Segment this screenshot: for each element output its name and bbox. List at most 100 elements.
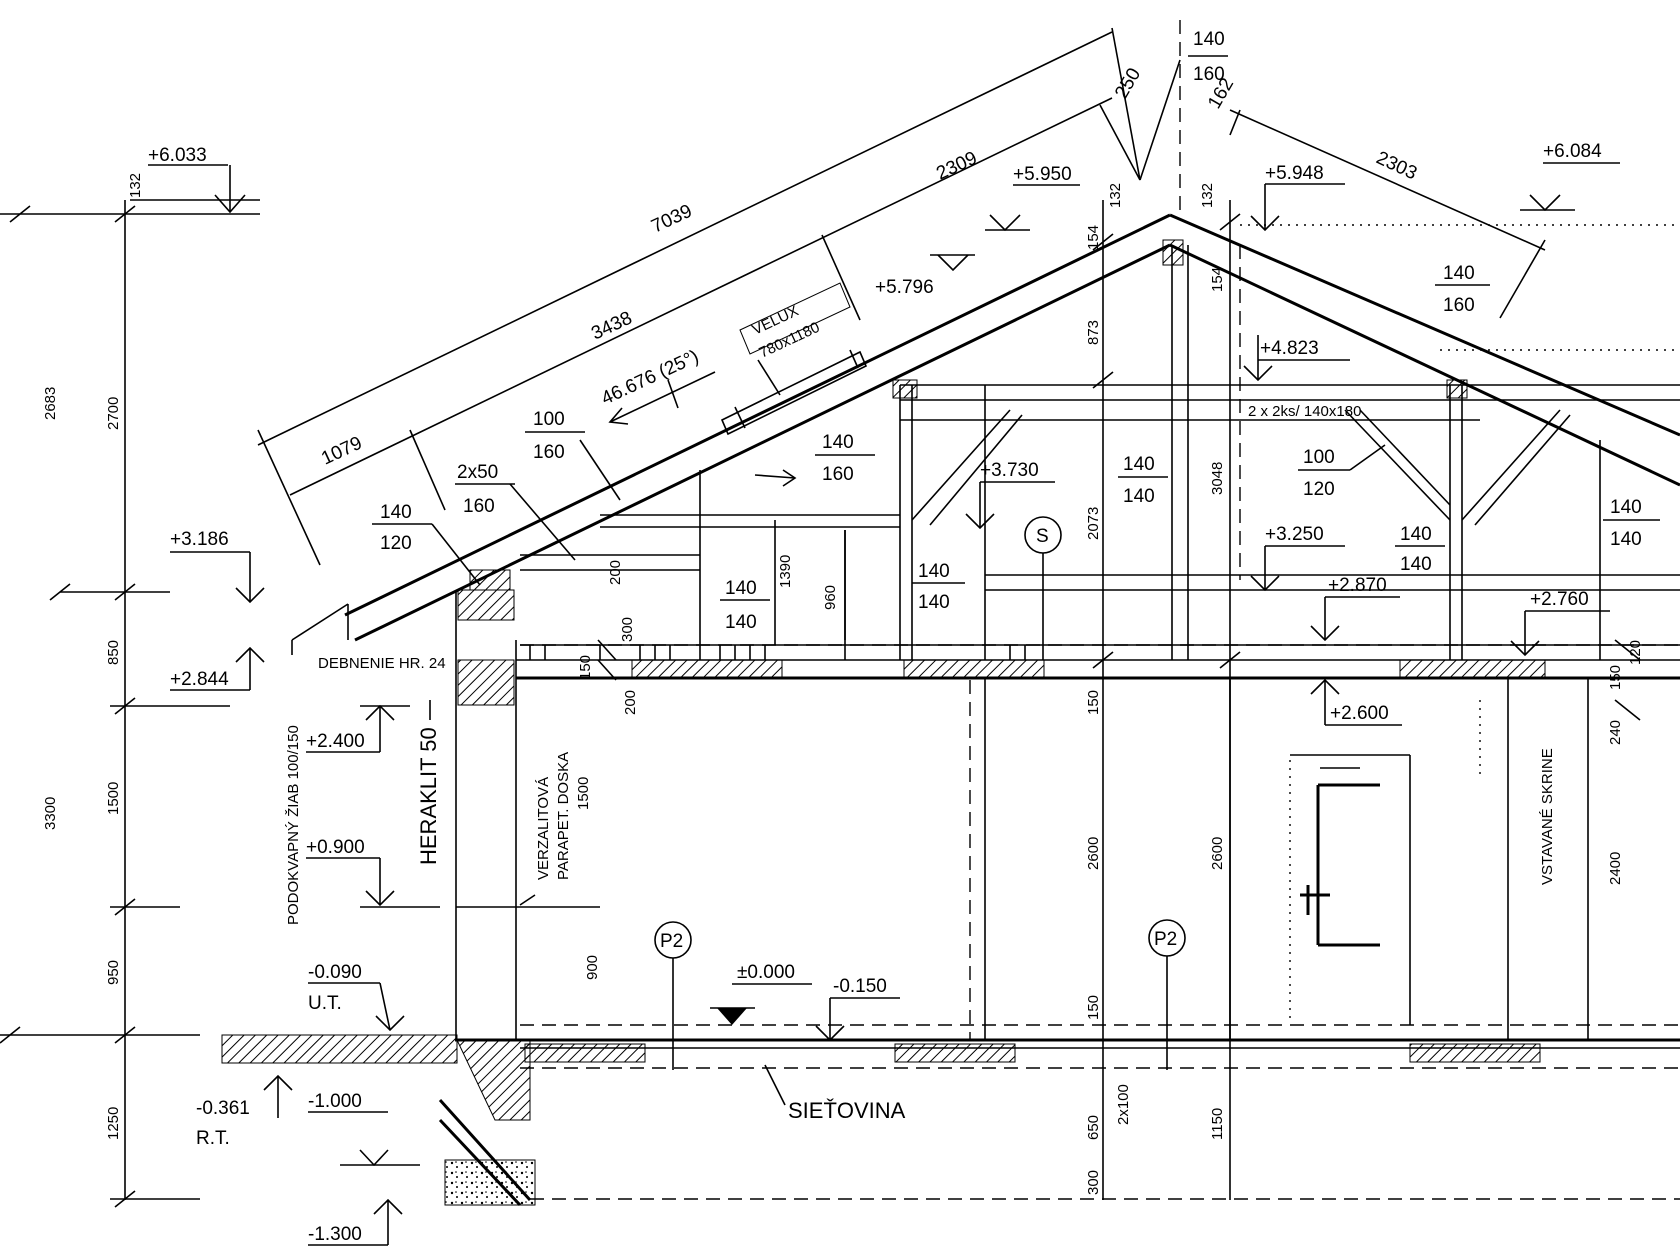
level-6084: +6.084 xyxy=(1543,141,1602,162)
ground-foundation: SIEŤOVINA xyxy=(221,1034,1680,1207)
dim-300-upper: 300 xyxy=(619,617,636,642)
dim-240-right: 240 xyxy=(1607,720,1624,745)
dim-150-upper: 150 xyxy=(577,655,594,680)
label-ut: U.T. xyxy=(308,993,342,1014)
mark-p2-left: P2 xyxy=(660,931,683,952)
dim-2309: 2309 xyxy=(933,148,980,185)
level-3730: +3.730 xyxy=(980,460,1039,481)
member-140-160r-den: 160 xyxy=(1443,295,1475,316)
dim-650: 650 xyxy=(1085,1115,1102,1140)
member-140-140d-num: 140 xyxy=(1400,524,1432,545)
dim-160-top: 160 xyxy=(1193,64,1225,85)
member-140-140b-den: 140 xyxy=(918,592,950,613)
dim-2600-right: 2600 xyxy=(1209,837,1226,870)
level-markers-top: +5.950 +5.948 +5.796 +6.084 +4.823 +3.73… xyxy=(710,141,1620,1042)
dim-200-upper: 200 xyxy=(607,560,624,585)
label-collar-beam: 2 x 2ks/ 140x180 xyxy=(1248,403,1361,420)
level-2760: +2.760 xyxy=(1530,589,1589,610)
level-minus-0361: -0.361 xyxy=(196,1098,250,1119)
dim-2400-right: 2400 xyxy=(1607,852,1624,885)
slope-angle: 46.676 (25°) xyxy=(598,346,702,409)
dim-850: 850 xyxy=(105,640,122,665)
dim-3300: 3300 xyxy=(42,797,59,830)
dim-3048: 3048 xyxy=(1209,462,1226,495)
level-4823: +4.823 xyxy=(1260,338,1319,359)
level-minus-1300: -1.300 xyxy=(308,1224,362,1245)
dim-300-base: 300 xyxy=(1085,1170,1102,1195)
label-verzalit-2: PARAPET. DOSKA xyxy=(555,752,572,880)
label-debnenie: DEBNENIE HR. 24 xyxy=(318,655,446,672)
level-minus-0090: -0.090 xyxy=(308,962,362,983)
member-140-160r-num: 140 xyxy=(1443,263,1475,284)
dim-950: 950 xyxy=(105,960,122,985)
member-100-120-den: 120 xyxy=(1303,479,1335,500)
level-2844: +2.844 xyxy=(170,669,229,690)
dim-2600-left: 2600 xyxy=(1085,837,1102,870)
dim-200-lower: 200 xyxy=(622,690,639,715)
dim-150-right: 150 xyxy=(1607,665,1624,690)
level-0000: ±0.000 xyxy=(737,962,795,983)
member-100-160-num: 100 xyxy=(533,409,565,430)
level-minus-0150: -0.150 xyxy=(833,976,887,997)
label-rt: R.T. xyxy=(196,1128,230,1149)
member-140-140d-den: 140 xyxy=(1400,554,1432,575)
member-140-140a-den: 140 xyxy=(725,612,757,633)
dim-1150: 1150 xyxy=(1209,1108,1226,1140)
member-labels: 100 160 140 160 2x50 160 140 120 140 140… xyxy=(372,263,1660,633)
label-podokvapny: PODOKVAPNÝ ŽIAB 100/150 xyxy=(285,725,302,925)
dim-873: 873 xyxy=(1085,320,1102,345)
level-2600: +2.600 xyxy=(1330,703,1389,724)
callout-marks: S P2 P2 xyxy=(654,516,1186,1070)
label-heraklit: HERAKLIT 50 xyxy=(416,727,441,865)
dim-150-floor: 150 xyxy=(1085,690,1102,715)
dim-2683: 2683 xyxy=(42,387,59,420)
dim-1250: 1250 xyxy=(105,1107,122,1140)
dim-2x100: 2x100 xyxy=(1115,1084,1132,1125)
level-5948: +5.948 xyxy=(1265,163,1324,184)
member-140-140c-den: 140 xyxy=(1123,486,1155,507)
member-140-160a-num: 140 xyxy=(822,432,854,453)
level-0900: +0.900 xyxy=(306,837,365,858)
dim-1390: 1390 xyxy=(777,555,794,588)
member-100-160-den: 160 xyxy=(533,442,565,463)
label-verzalit-1: VERZALITOVÁ xyxy=(535,777,552,880)
dim-2700: 2700 xyxy=(105,397,122,430)
level-5950: +5.950 xyxy=(1013,164,1072,185)
label-sietovina: SIEŤOVINA xyxy=(788,1098,906,1123)
dim-2073: 2073 xyxy=(1085,507,1102,540)
ground-floor-walls xyxy=(455,589,1680,1040)
level-2870: +2.870 xyxy=(1328,575,1387,596)
member-140-160a-den: 160 xyxy=(822,464,854,485)
member-140-140a-num: 140 xyxy=(725,578,757,599)
member-140-140e-num: 140 xyxy=(1610,497,1642,518)
dim-132-mid: 132 xyxy=(1107,183,1124,208)
member-140-140c-num: 140 xyxy=(1123,454,1155,475)
level-3186: +3.186 xyxy=(170,529,229,550)
member-140-140b-num: 140 xyxy=(918,561,950,582)
member-2x50-den: 160 xyxy=(463,496,495,517)
dim-132-right: 132 xyxy=(1199,183,1216,208)
label-vstavane-skrine: VSTAVANÉ SKRINE xyxy=(1539,748,1556,885)
level-markers-left: +6.033 +3.186 +2.844 +2.400 +0.900 -0.09… xyxy=(148,145,440,1246)
mark-p2-right: P2 xyxy=(1154,929,1177,950)
dim-150-base: 150 xyxy=(1085,995,1102,1020)
member-100-120-num: 100 xyxy=(1303,447,1335,468)
level-3250: +3.250 xyxy=(1265,524,1324,545)
dim-1500: 1500 xyxy=(105,782,122,815)
label-verzalit-3: 1500 xyxy=(575,777,592,810)
member-2x50-num: 2x50 xyxy=(457,462,498,483)
interior-dimensions: 132 132 154 154 873 2073 3048 150 2600 2… xyxy=(577,183,1644,1200)
dim-960: 960 xyxy=(822,585,839,610)
dim-132-left: 132 xyxy=(127,173,144,198)
dim-140-top: 140 xyxy=(1193,29,1225,50)
level-2400: +2.400 xyxy=(306,731,365,752)
vertical-labels: PODOKVAPNÝ ŽIAB 100/150 HERAKLIT 50 VERZ… xyxy=(285,655,1556,925)
dim-250: 250 xyxy=(1111,65,1145,103)
dim-154-right: 154 xyxy=(1209,267,1226,292)
left-dimension-chains: 132 2683 2700 850 3300 1500 950 1250 xyxy=(0,173,260,1208)
level-5796: +5.796 xyxy=(875,277,934,298)
dim-120-right: 120 xyxy=(1627,640,1644,665)
dim-2303: 2303 xyxy=(1373,147,1420,184)
level-6033: +6.033 xyxy=(148,145,207,166)
